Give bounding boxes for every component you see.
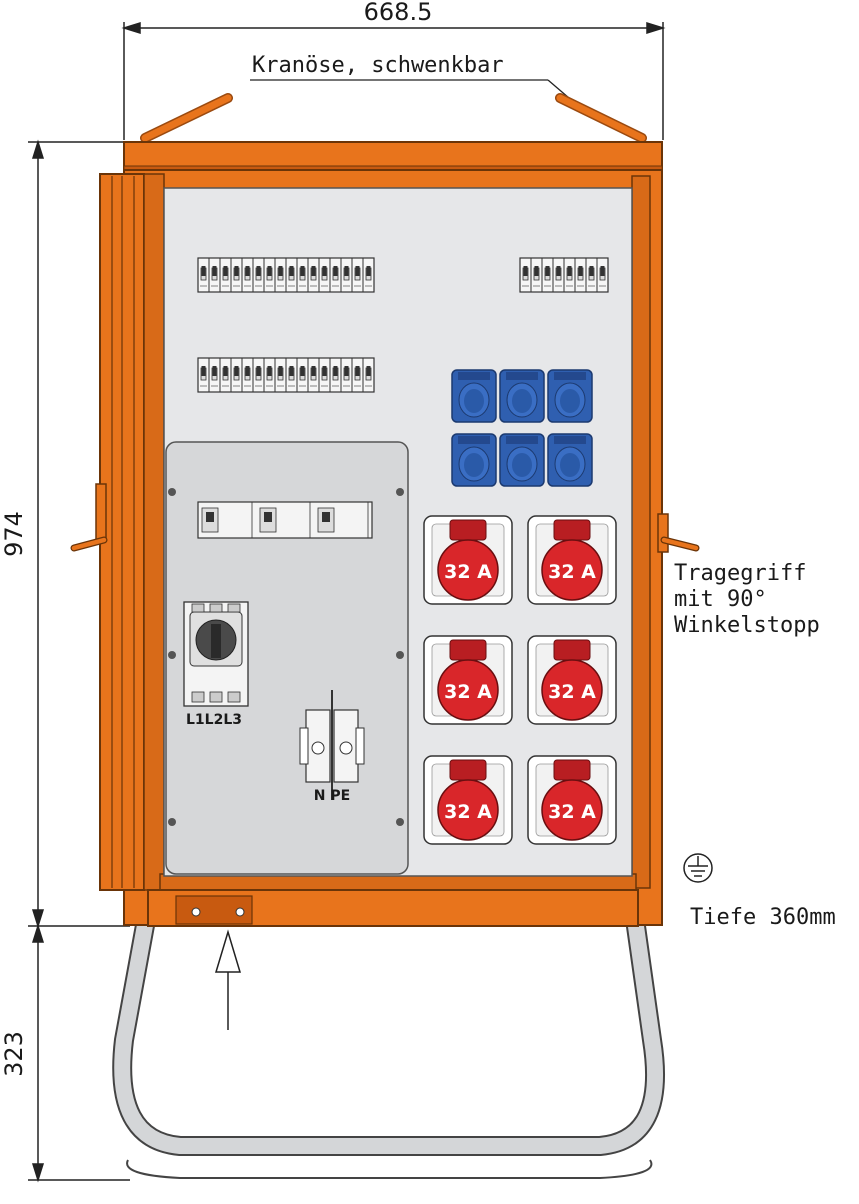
rcd-device (259, 502, 311, 538)
circuit-breaker (351, 258, 361, 292)
width-dimension-text: 668.5 (364, 0, 433, 26)
circuit-breaker (519, 258, 529, 292)
cee-socket-32a: 32 A (423, 635, 513, 725)
circuit-breaker (340, 358, 350, 392)
circuit-breaker (574, 258, 584, 292)
handle-label-3: Winkelstopp (674, 613, 820, 638)
breaker-row-1 (197, 257, 375, 293)
circuit-breaker (208, 258, 218, 292)
circuit-breaker (296, 358, 306, 392)
cee-socket-32a: 32 A (527, 635, 617, 725)
side-handle-left (70, 483, 108, 552)
schuko-socket (451, 433, 497, 487)
circuit-breaker (230, 258, 240, 292)
ground-symbol-icon (683, 853, 713, 883)
arrow-up-icon (214, 929, 242, 1030)
n-pe-terminals (299, 690, 365, 800)
depth-label: Tiefe 360mm (690, 905, 836, 930)
circuit-breaker (530, 258, 540, 292)
schuko-socket (499, 369, 545, 423)
schuko-socket (547, 369, 593, 423)
breaker-row-small (519, 257, 609, 293)
cee-socket-label: 32 A (548, 801, 596, 823)
circuit-breaker (552, 258, 562, 292)
cee-socket-label: 32 A (444, 801, 492, 823)
rcd-device (201, 502, 253, 538)
circuit-breaker (596, 258, 606, 292)
circuit-breaker (307, 358, 317, 392)
circuit-breaker (340, 258, 350, 292)
cee-socket-32a: 32 A (423, 755, 513, 845)
circuit-breaker (219, 358, 229, 392)
crane-eye-left (140, 93, 233, 143)
circuit-breaker (362, 358, 372, 392)
circuit-breaker (197, 258, 207, 292)
circuit-breaker (252, 258, 262, 292)
rcd-row (197, 501, 373, 539)
cee-socket-32a: 32 A (527, 515, 617, 605)
circuit-breaker (263, 258, 273, 292)
circuit-breaker (541, 258, 551, 292)
circuit-breaker (351, 358, 361, 392)
cover-screw (168, 651, 176, 659)
side-handle-right (657, 513, 700, 553)
circuit-breaker (197, 358, 207, 392)
schuko-socket-group (451, 369, 593, 487)
schuko-socket (547, 433, 593, 487)
schuko-socket (499, 433, 545, 487)
cee-socket-label: 32 A (548, 681, 596, 703)
circuit-breaker (329, 258, 339, 292)
circuit-breaker (230, 358, 240, 392)
terminal-label: N PE (314, 788, 350, 804)
cover-screw (396, 488, 404, 496)
cover-screw (168, 488, 176, 496)
height-legs-text: 323 (0, 1031, 28, 1077)
circuit-breaker (563, 258, 573, 292)
handle-label-2: mit 90° (674, 587, 767, 612)
cover-screw (396, 818, 404, 826)
circuit-breaker (329, 358, 339, 392)
cee-socket-32a: 32 A (423, 515, 513, 605)
circuit-breaker (241, 358, 251, 392)
stand-frame (112, 896, 665, 1179)
inner-cover-panel: L1L2L3 N PE (165, 441, 409, 875)
crane-eye-label: Kranöse, schwenkbar (252, 53, 504, 78)
dimension-height (28, 139, 130, 1183)
dimension-width (121, 21, 666, 140)
circuit-breaker (274, 358, 284, 392)
cee-socket-group: 32 A 32 A 32 A 32 A 32 A 32 A (423, 515, 617, 845)
circuit-breaker (362, 258, 372, 292)
cover-screw (168, 818, 176, 826)
circuit-breaker (296, 258, 306, 292)
breaker-row-2 (197, 357, 375, 393)
handle-label-1: Tragegriff (674, 561, 806, 586)
circuit-breaker (219, 258, 229, 292)
circuit-breaker (285, 358, 295, 392)
circuit-breaker (285, 258, 295, 292)
height-body-text: 974 (0, 511, 28, 557)
circuit-breaker (208, 358, 218, 392)
circuit-breaker (252, 358, 262, 392)
cee-socket-label: 32 A (548, 561, 596, 583)
main-switch (183, 601, 249, 707)
circuit-breaker (585, 258, 595, 292)
crane-eye-right (555, 93, 647, 143)
circuit-breaker (274, 258, 284, 292)
circuit-breaker (307, 258, 317, 292)
schuko-socket (451, 369, 497, 423)
circuit-breaker (263, 358, 273, 392)
cee-socket-label: 32 A (444, 681, 492, 703)
cee-socket-32a: 32 A (527, 755, 617, 845)
cover-screw (396, 651, 404, 659)
circuit-breaker (318, 358, 328, 392)
circuit-breaker (318, 258, 328, 292)
circuit-breaker (241, 258, 251, 292)
cee-socket-label: 32 A (444, 561, 492, 583)
main-switch-phase-label: L1L2L3 (186, 712, 242, 728)
rcd-device (317, 502, 369, 538)
